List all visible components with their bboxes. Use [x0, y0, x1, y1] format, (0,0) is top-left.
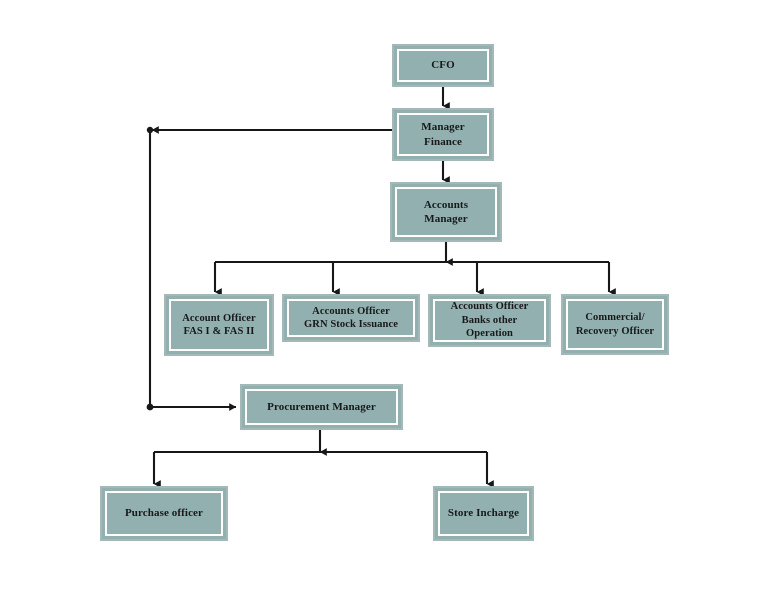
node-store-incharge-inner: Store Incharge [438, 491, 529, 536]
node-cfo[interactable]: CFO [392, 44, 494, 87]
node-store-incharge[interactable]: Store Incharge [433, 486, 534, 541]
node-manager-finance-inner: Manager Finance [397, 113, 489, 156]
node-account-officer-fas[interactable]: Account Officer FAS I & FAS II [164, 294, 274, 356]
node-purchase-officer[interactable]: Purchase officer [100, 486, 228, 541]
node-accounts-officer-grn[interactable]: Accounts Officer GRN Stock Issuance [282, 294, 420, 342]
node-commercial-recovery-label: Commercial/ Recovery Officer [575, 312, 655, 337]
node-accounts-officer-banks-label: Accounts Officer Banks other Operation [450, 301, 529, 340]
node-accounts-officer-grn-inner: Accounts Officer GRN Stock Issuance [287, 299, 415, 337]
node-accounts-officer-grn-label: Accounts Officer GRN Stock Issuance [304, 305, 398, 330]
node-procurement-manager[interactable]: Procurement Manager [240, 384, 403, 430]
edge-junction-manager-finance-left [146, 126, 154, 134]
node-procurement-manager-inner: Procurement Manager [245, 389, 398, 425]
node-cfo-label: CFO [431, 59, 455, 72]
node-purchase-officer-label: Purchase officer [124, 507, 204, 520]
node-accounts-manager[interactable]: Accounts Manager [390, 182, 502, 242]
edge-junction-procurement-left [146, 403, 154, 411]
node-account-officer-fas-inner: Account Officer FAS I & FAS II [169, 299, 269, 351]
node-commercial-recovery[interactable]: Commercial/ Recovery Officer [561, 294, 669, 355]
node-accounts-officer-banks-inner: Accounts Officer Banks other Operation [433, 299, 546, 342]
node-account-officer-fas-label: Account Officer FAS I & FAS II [182, 312, 256, 337]
node-store-incharge-label: Store Incharge [447, 507, 520, 520]
node-accounts-manager-label: Accounts Manager [423, 198, 469, 225]
node-cfo-inner: CFO [397, 49, 489, 82]
node-accounts-manager-inner: Accounts Manager [395, 187, 497, 237]
node-manager-finance[interactable]: Manager Finance [392, 108, 494, 161]
node-accounts-officer-banks[interactable]: Accounts Officer Banks other Operation [428, 294, 551, 347]
node-purchase-officer-inner: Purchase officer [105, 491, 223, 536]
node-manager-finance-label: Manager Finance [421, 121, 465, 148]
node-procurement-manager-label: Procurement Manager [267, 400, 376, 413]
node-commercial-recovery-inner: Commercial/ Recovery Officer [566, 299, 664, 350]
